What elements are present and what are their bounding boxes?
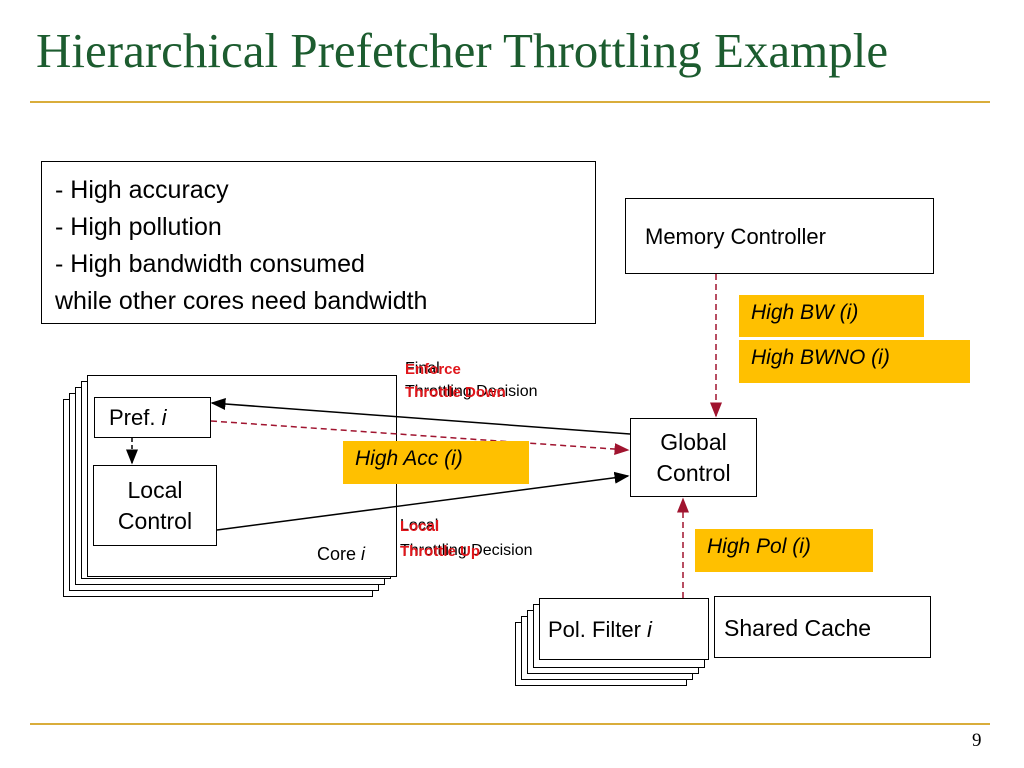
high-bw-label: High BW (i) xyxy=(739,295,924,337)
condition-pollution: - High pollution xyxy=(55,213,222,241)
high-pol-label: High Pol (i) xyxy=(695,529,873,572)
core-label: Core i xyxy=(317,544,366,564)
page-number: 9 xyxy=(972,730,982,751)
shared-cache-box: Shared Cache xyxy=(714,596,931,658)
prefetcher-box: Pref. i xyxy=(94,397,211,438)
high-acc-label: High Acc (i) xyxy=(343,441,529,484)
slide-title: Hierarchical Prefetcher Throttling Examp… xyxy=(36,23,889,78)
high-bwno-label: High BWNO (i) xyxy=(739,340,970,383)
condition-other-cores: while other cores need bandwidth xyxy=(55,287,428,315)
title-underline xyxy=(30,101,990,103)
pol-filter-box: Pol. Filter i xyxy=(539,598,709,660)
local-decision-overlay: Local Throttle Up xyxy=(400,518,480,560)
footer-rule xyxy=(30,723,990,725)
final-decision-under: Final Throttling Decision xyxy=(405,360,538,400)
condition-accuracy: - High accuracy xyxy=(55,176,229,204)
local-decision-under: Local Throttling Decision xyxy=(400,517,533,559)
conditions-box: - High accuracy - High pollution - High … xyxy=(41,161,596,324)
throttle-down-arrow xyxy=(210,398,631,435)
throttle-up-arrow xyxy=(216,471,630,531)
memory-controller-box: Memory Controller xyxy=(625,198,934,274)
condition-bandwidth: - High bandwidth consumed xyxy=(55,250,365,278)
final-decision-overlay: Enforce Throttle Down xyxy=(405,361,506,401)
